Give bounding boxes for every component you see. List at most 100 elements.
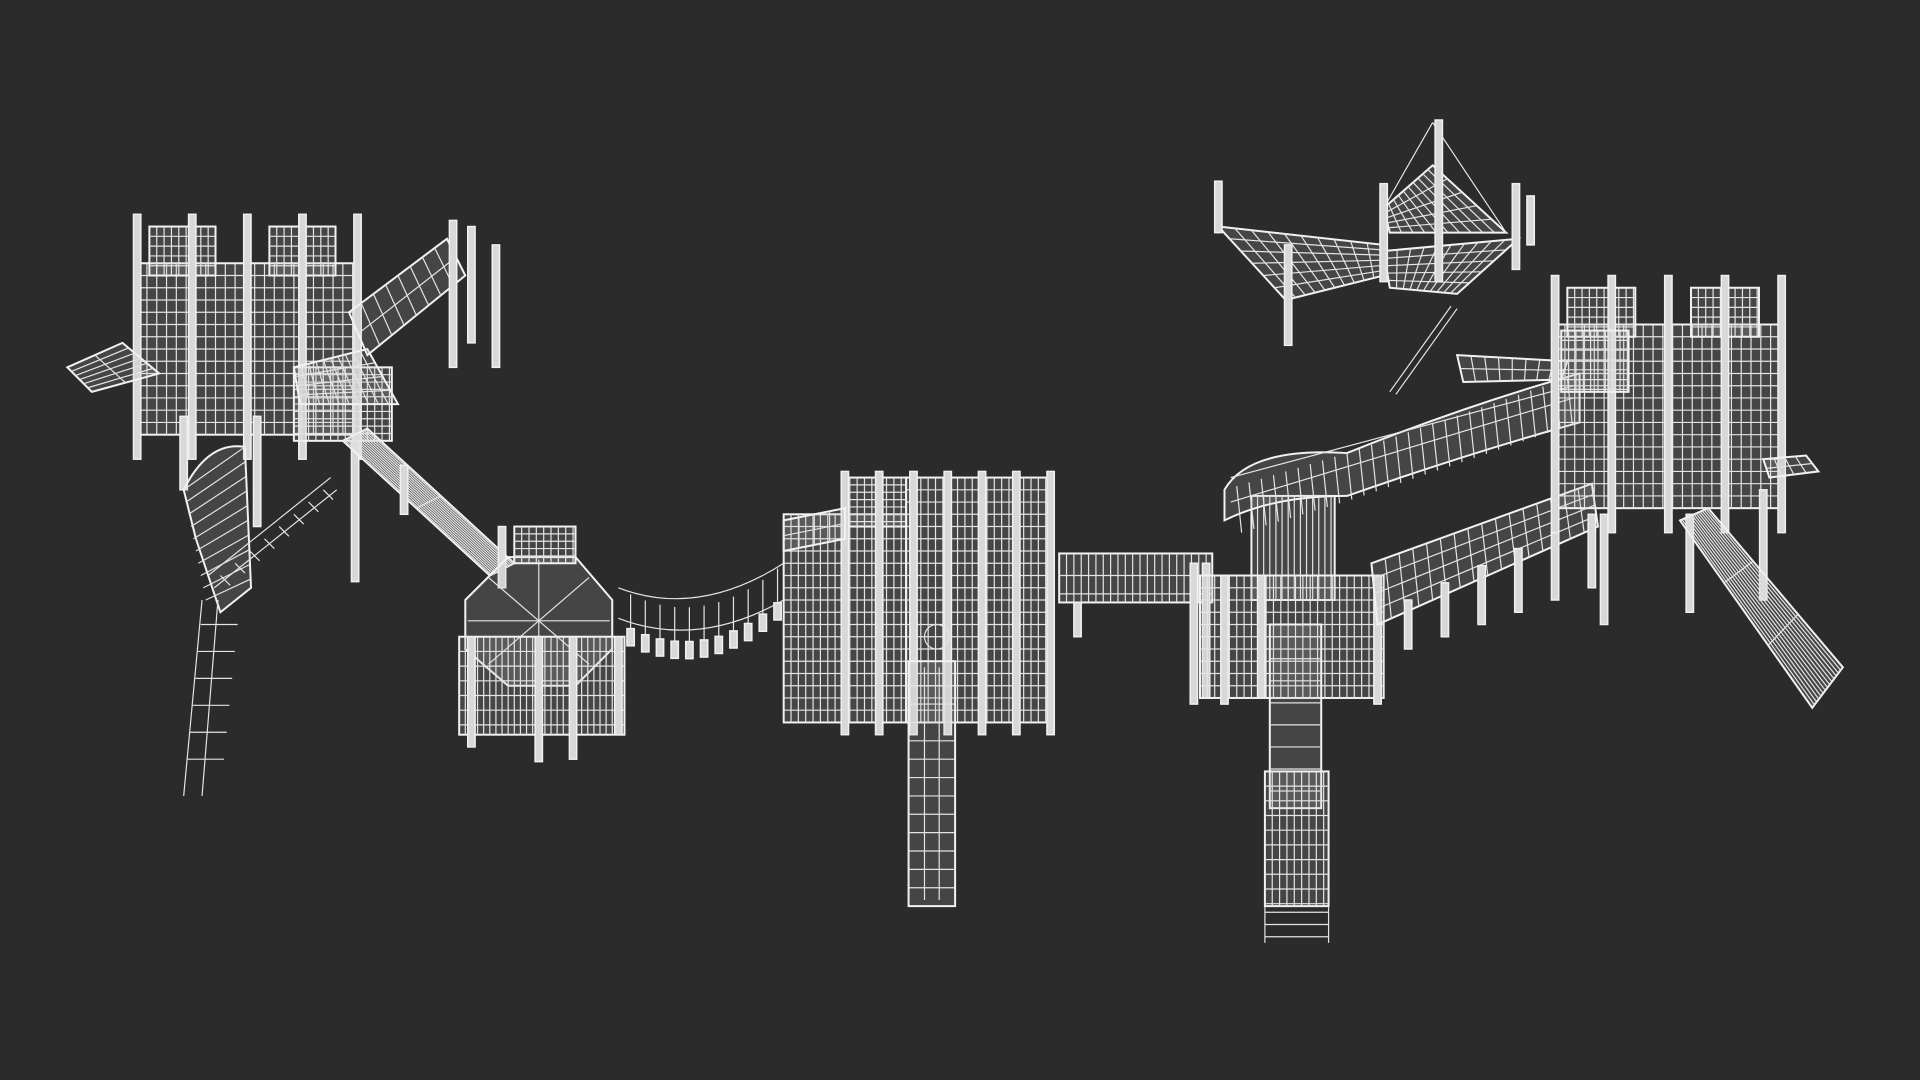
wire-segment bbox=[1389, 305, 1452, 393]
post bbox=[1599, 513, 1609, 626]
wire-segment bbox=[198, 534, 249, 564]
panel bbox=[513, 525, 577, 565]
post bbox=[943, 470, 953, 736]
wire-segment bbox=[1388, 279, 1470, 284]
net-bridge-right bbox=[1370, 482, 1600, 650]
rope-top bbox=[618, 562, 784, 600]
post bbox=[1477, 564, 1487, 626]
wire-segment bbox=[298, 389, 391, 396]
post bbox=[909, 470, 918, 736]
panel bbox=[1560, 329, 1630, 393]
wire-segment bbox=[1701, 510, 1837, 677]
monkey-bars-bridge bbox=[347, 219, 501, 369]
wire-segment bbox=[488, 620, 540, 665]
octagon-tower bbox=[458, 525, 626, 763]
post bbox=[729, 630, 738, 649]
slide-surface bbox=[182, 445, 253, 614]
wire-segment bbox=[1387, 205, 1477, 224]
wire-segment bbox=[1297, 467, 1304, 515]
wire-segment bbox=[1685, 517, 1820, 700]
climbing-net-structure bbox=[1213, 119, 1569, 395]
wire-segment bbox=[75, 352, 135, 377]
wire-segment bbox=[87, 367, 154, 389]
post bbox=[467, 225, 476, 344]
wire-segment bbox=[1358, 448, 1365, 496]
rope-bridge-left bbox=[618, 562, 784, 660]
stepped-ramp bbox=[341, 427, 517, 589]
wire-segment bbox=[1444, 419, 1451, 467]
post bbox=[1379, 182, 1389, 283]
post bbox=[1220, 574, 1229, 705]
wire-segment bbox=[538, 620, 590, 665]
post bbox=[1777, 274, 1787, 534]
wire-segment bbox=[1383, 122, 1434, 209]
rope-ladder bbox=[183, 599, 238, 796]
wire-segment bbox=[1370, 444, 1377, 492]
post bbox=[448, 219, 458, 369]
panel bbox=[841, 476, 908, 528]
wire-segment bbox=[783, 522, 846, 537]
wire-segment bbox=[264, 538, 275, 549]
curved-slide bbox=[182, 445, 338, 614]
wire-segment bbox=[293, 513, 305, 525]
tube-slide bbox=[1223, 372, 1581, 533]
wire-segment bbox=[1409, 247, 1425, 290]
post bbox=[534, 635, 544, 763]
panel bbox=[1566, 286, 1637, 338]
wire-segment bbox=[1505, 398, 1512, 446]
wire-segment bbox=[1375, 515, 1597, 610]
wire-segment bbox=[1402, 248, 1412, 290]
wire-segment bbox=[1263, 264, 1384, 277]
wire-segment bbox=[1230, 385, 1574, 479]
wire-segment bbox=[1346, 452, 1353, 500]
wire-segment bbox=[1248, 482, 1255, 530]
post bbox=[1373, 574, 1382, 705]
wire-segment bbox=[538, 577, 590, 622]
wire-segment bbox=[357, 256, 457, 335]
wire-segment bbox=[202, 563, 251, 589]
post bbox=[1550, 274, 1560, 534]
wire-segment bbox=[1429, 243, 1465, 292]
wire-segment bbox=[1691, 514, 1826, 691]
panel bbox=[1761, 454, 1821, 479]
wire-segment bbox=[71, 347, 129, 372]
wire-segment bbox=[219, 575, 231, 586]
panel bbox=[1058, 552, 1214, 604]
post bbox=[568, 635, 578, 760]
wire-segment bbox=[1395, 308, 1458, 395]
wire-segment bbox=[1395, 436, 1402, 484]
post bbox=[714, 635, 724, 655]
right-tower bbox=[1550, 274, 1821, 626]
post bbox=[350, 440, 360, 583]
post bbox=[1511, 182, 1521, 271]
panel bbox=[148, 225, 217, 277]
left-short-slide bbox=[65, 341, 162, 393]
center-straight-slide bbox=[907, 660, 957, 908]
post bbox=[699, 639, 709, 658]
post bbox=[874, 470, 884, 736]
post bbox=[298, 213, 307, 460]
post bbox=[1607, 274, 1617, 534]
post bbox=[1073, 601, 1082, 638]
wire-segment bbox=[249, 550, 261, 562]
center-tower bbox=[782, 470, 1056, 736]
panel bbox=[907, 660, 957, 908]
post bbox=[1550, 530, 1560, 601]
porthole bbox=[923, 623, 950, 650]
wire-segment bbox=[488, 577, 540, 622]
post bbox=[758, 613, 768, 633]
wire-segment bbox=[1449, 239, 1506, 294]
wire-segment bbox=[1443, 240, 1492, 294]
wire-segment bbox=[1272, 475, 1279, 522]
wire-segment bbox=[1705, 508, 1842, 671]
wire-segment bbox=[1385, 191, 1463, 219]
post bbox=[179, 415, 189, 491]
wire-segment bbox=[83, 362, 148, 385]
post bbox=[1256, 574, 1266, 699]
post bbox=[1720, 274, 1730, 534]
right-long-slide bbox=[1678, 506, 1845, 710]
wire-segment bbox=[1697, 512, 1833, 683]
wire-segment bbox=[1417, 177, 1472, 234]
wire-segment bbox=[188, 475, 247, 515]
post bbox=[1685, 513, 1695, 613]
